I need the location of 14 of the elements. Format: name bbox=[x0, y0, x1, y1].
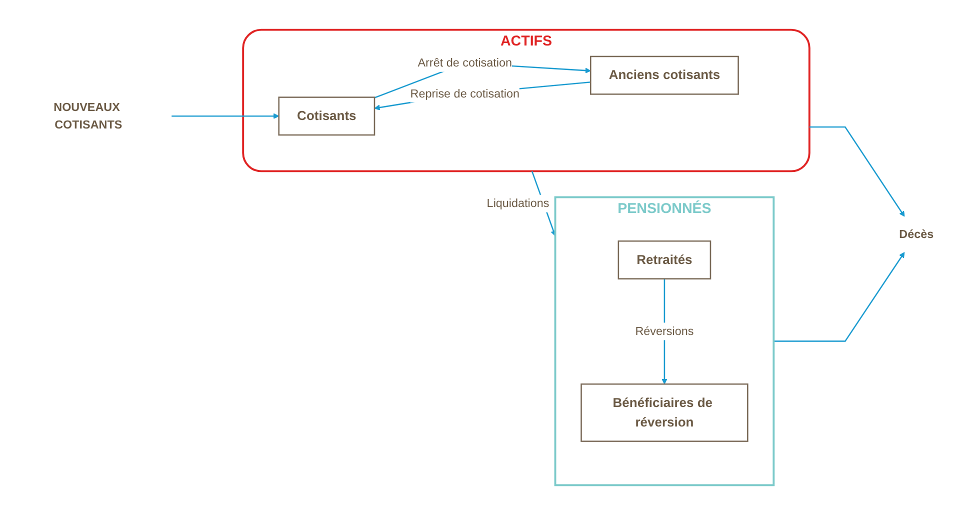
node-box: Retraités bbox=[618, 240, 712, 280]
arrow bbox=[374, 81, 591, 110]
edge-label: Reprise de cotisation bbox=[410, 86, 520, 100]
edge-label: Liquidations bbox=[486, 196, 550, 210]
node-text: NOUVEAUX COTISANTS bbox=[54, 100, 122, 132]
arrow bbox=[809, 126, 905, 217]
edge-label: Réversions bbox=[635, 324, 694, 338]
node-box: Bénéficiaires de réversion bbox=[580, 383, 748, 442]
node-box: Anciens cotisants bbox=[590, 56, 739, 95]
arrow bbox=[774, 252, 905, 342]
node-box: Cotisants bbox=[278, 96, 376, 136]
arrow bbox=[172, 113, 280, 119]
node-text: Décès bbox=[899, 228, 934, 241]
edge-label: Arrêt de cotisation bbox=[418, 56, 512, 70]
